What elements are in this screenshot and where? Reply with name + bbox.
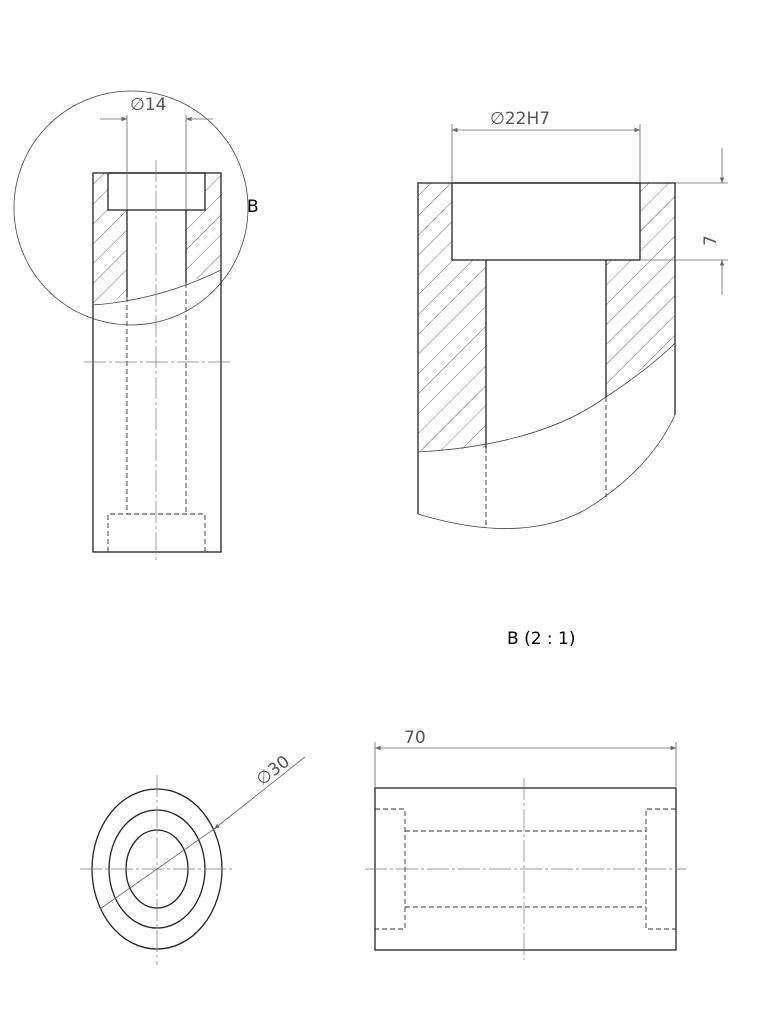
detail-circle-b xyxy=(13,90,249,326)
bore-diameter-dimension: ∅14 xyxy=(130,95,166,115)
side-view: 70 xyxy=(365,728,686,960)
detail-label: B xyxy=(247,197,259,217)
detail-bottom-break xyxy=(417,414,676,529)
outer-diameter-dimension: ∅30 xyxy=(253,752,294,790)
counterbore-diameter-dimension: ∅22H7 xyxy=(490,109,550,129)
detail-view-title: B (2 : 1) xyxy=(507,629,576,649)
hidden-counterbore-bottom xyxy=(107,513,206,552)
counterbore-outline xyxy=(107,172,206,211)
length-dimension: 70 xyxy=(404,728,426,748)
end-view: ∅30 xyxy=(80,752,306,965)
section-hatch-left xyxy=(93,173,127,305)
counterbore-depth-dimension: 7 xyxy=(701,235,721,246)
break-line xyxy=(92,269,222,306)
detail-break-line xyxy=(417,342,676,453)
detail-view-b: ∅22H7 7 B (2 : 1) xyxy=(417,109,728,649)
detail-hatch-right xyxy=(606,183,675,397)
detail-counterbore xyxy=(451,182,641,261)
section-view: ∅14 B xyxy=(13,90,259,560)
